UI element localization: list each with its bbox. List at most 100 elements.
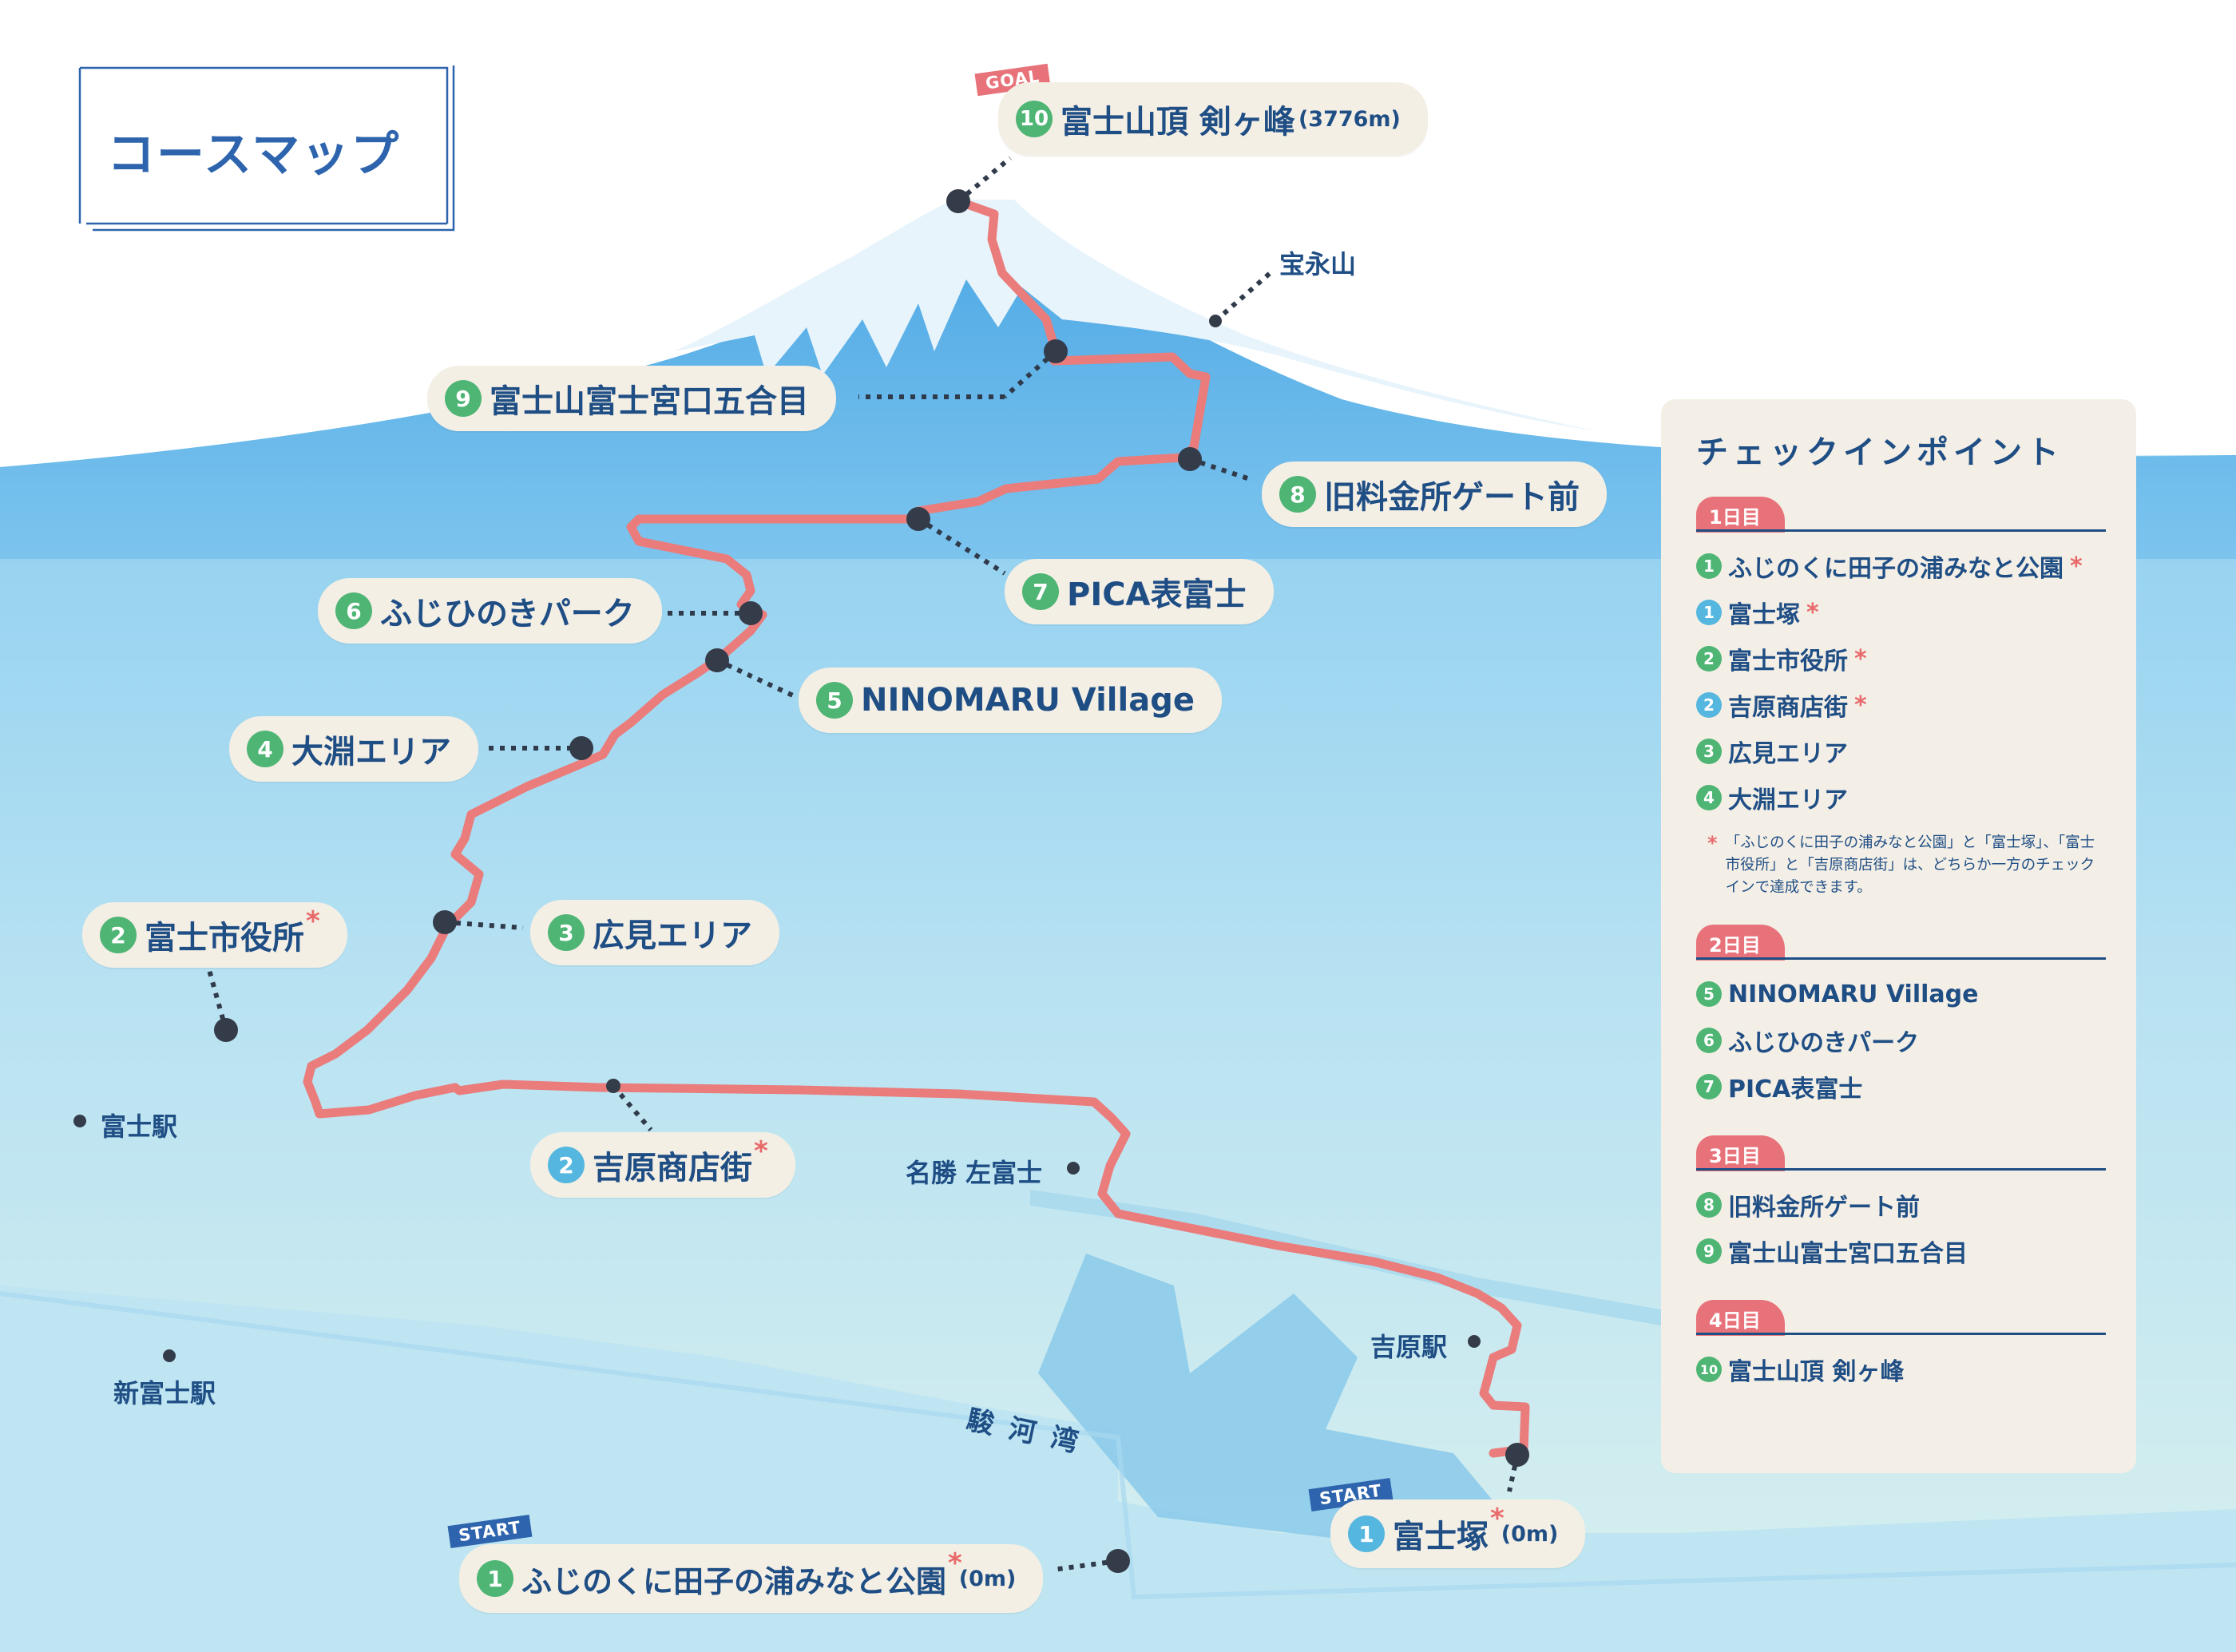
label-name: PICA表富士 (1067, 576, 1247, 613)
label-name: 富士山富士宮口五合目 (490, 383, 809, 420)
item-name: 広見エリア (1728, 740, 1848, 768)
badge: 2 (1696, 646, 1722, 671)
badge-1: 1 (477, 1560, 513, 1597)
dot-goal (946, 189, 970, 213)
day-label: 3日目 (1696, 1135, 1785, 1171)
item-name: 富士山頂 剣ヶ峰 (1728, 1358, 1905, 1386)
item-name: 旧料金所ゲート前 (1728, 1194, 1920, 1222)
badge: 7 (1696, 1074, 1722, 1099)
divider (1696, 529, 2106, 532)
footnote: * 「ふじのくに田子の浦みなと公園」と「富士塚」、「富士市役所」と「吉原商店街」は… (1707, 832, 2101, 899)
label-1-park[interactable]: 1 ふじのくに田子の浦みなと公園 * (0m) (459, 1544, 1044, 1613)
badge: 6 (1696, 1028, 1722, 1053)
badge-8: 8 (1279, 476, 1316, 513)
page-title: コースマップ (107, 127, 401, 183)
dot-2g (214, 1018, 238, 1042)
label-8[interactable]: 8 旧料金所ゲート前 (1262, 462, 1607, 527)
item-name: ふじひのきパーク (1728, 1029, 1920, 1057)
label-name: 富士山頂 剣ヶ峰 (1061, 104, 1295, 141)
badge-2: 2 (100, 917, 137, 953)
divider (1696, 1333, 2106, 1335)
label-name: NINOMARU Village (861, 682, 1195, 719)
dot-6 (739, 601, 763, 625)
day-label: 4日目 (1696, 1300, 1785, 1336)
label-6[interactable]: 6 ふじひのきパーク (318, 578, 662, 644)
label-suffix: (0m) (958, 1566, 1017, 1591)
dot-shin-fuji (163, 1349, 176, 1362)
divider (1696, 1168, 2106, 1171)
dot-fuji-station (73, 1115, 86, 1127)
badge: 5 (1696, 981, 1722, 1007)
badge: 9 (1696, 1238, 1722, 1264)
dot-5 (705, 648, 729, 672)
label-4[interactable]: 4 大淵エリア (229, 716, 478, 782)
item-name: 富士山富士宮口五合目 (1728, 1240, 1968, 1268)
asterisk-icon: * (306, 905, 320, 937)
day-label: 2日目 (1696, 925, 1785, 961)
day-1-header: 1日目 (1696, 497, 2106, 533)
place-shin-fuji-station: 新富士駅 (113, 1378, 216, 1408)
asterisk-icon: * (1854, 644, 1867, 673)
place-hoeizan: 宝永山 (1279, 249, 1357, 279)
dot-hoeizan (1209, 315, 1222, 327)
dot-9 (1044, 339, 1068, 363)
day-3-header: 3日目 (1696, 1135, 2106, 1171)
day-2-header: 2日目 (1696, 925, 2106, 961)
shoreline (0, 1291, 2236, 1600)
label-2-cityhall[interactable]: 2 富士市役所 * (82, 902, 347, 968)
label-9[interactable]: 9 富士山富士宮口五合目 (427, 366, 836, 431)
badge-5: 5 (816, 682, 853, 719)
badge: 1 (1696, 553, 1722, 579)
dot-hidari-fuji (1067, 1162, 1080, 1175)
label-name: 大淵エリア (291, 734, 451, 771)
badge: 1 (1696, 600, 1722, 625)
item-name: 富士塚 (1728, 601, 1800, 629)
badge: 2 (1696, 692, 1722, 718)
asterisk-icon: * (1490, 1503, 1505, 1535)
dot-1g (1106, 1549, 1130, 1573)
day-label: 1日目 (1696, 497, 1785, 533)
dot-1b (1505, 1443, 1529, 1467)
asterisk-icon: * (754, 1135, 768, 1167)
harbor (1038, 1254, 1493, 1541)
dot-2b (606, 1079, 620, 1093)
place-hidari-fuji: 名勝 左富士 (906, 1158, 1043, 1188)
asterisk-icon: * (2070, 552, 2083, 580)
label-suffix: (3776m) (1298, 106, 1401, 132)
footnote-text: 「ふじのくに田子の浦みなと公園」と「富士塚」、「富士市役所」と「吉原商店街」は、… (1725, 834, 2095, 896)
badge-6: 6 (335, 592, 372, 629)
label-name: 旧料金所ゲート前 (1324, 479, 1580, 516)
item-name: PICA表富士 (1728, 1076, 1863, 1103)
label-2-shopping-street[interactable]: 2 吉原商店街 * (530, 1132, 795, 1198)
label-7[interactable]: 7 PICA表富士 (1005, 559, 1274, 624)
item-name: NINOMARU Village (1728, 980, 1979, 1008)
asterisk-icon: * (1806, 598, 1819, 627)
route-line (303, 196, 1530, 1458)
snow-cap (675, 200, 1597, 431)
dot-8 (1178, 447, 1202, 471)
label-name: 富士市役所 (145, 920, 304, 957)
asterisk-icon: * (1707, 832, 1718, 854)
label-5[interactable]: 5 NINOMARU Village (799, 668, 1222, 733)
label-1-fujizuka[interactable]: 1 富士塚 * (0m) (1330, 1499, 1586, 1568)
badge: 10 (1696, 1357, 1722, 1382)
label-goal[interactable]: 10 富士山頂 剣ヶ峰 (3776m) (998, 82, 1428, 156)
asterisk-icon: * (1854, 691, 1867, 719)
label-3[interactable]: 3 広見エリア (530, 900, 779, 965)
item-name: 富士市役所 (1728, 648, 1848, 675)
dot-4 (569, 736, 593, 760)
badge: 3 (1696, 739, 1722, 764)
item-name: 吉原商店街 (1728, 694, 1848, 722)
